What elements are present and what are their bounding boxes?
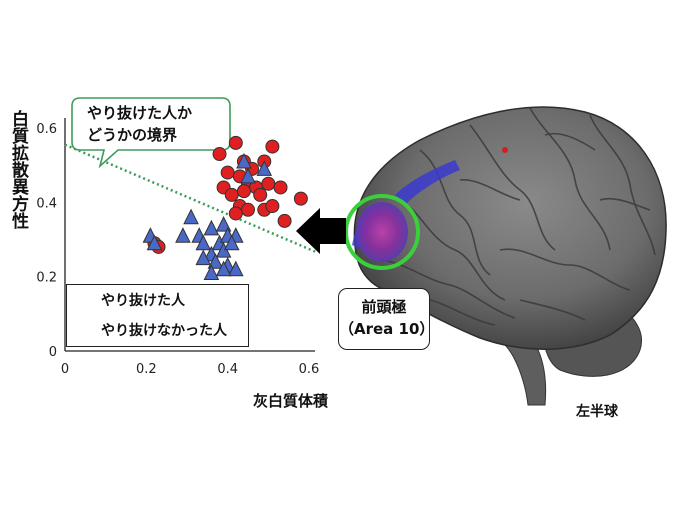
data-points	[142, 135, 308, 280]
data-point-triangle	[175, 227, 191, 243]
area10-label-line-1: 前頭極	[361, 298, 407, 316]
data-point-triangle	[203, 264, 220, 280]
data-point-triangle	[203, 219, 220, 236]
boundary-line	[64, 143, 318, 254]
data-point-circle	[212, 147, 227, 162]
callout-line-1: やり抜けた人か	[87, 104, 193, 122]
data-point-circle	[228, 135, 243, 150]
arrow-icon	[296, 208, 346, 254]
callout-bubble	[71, 97, 231, 169]
x-tick-label: 0.2	[136, 362, 157, 377]
activation-dot-red	[502, 147, 508, 153]
hemisphere-label: 左半球	[576, 404, 618, 420]
brain-image	[344, 106, 667, 406]
activation-blue-strip	[395, 160, 460, 205]
callout-line-2: どうかの境界	[87, 126, 178, 144]
data-point-circle	[261, 176, 276, 191]
legend: やり抜けた人 やり抜けなかった人	[66, 284, 249, 347]
activation-spot	[356, 202, 408, 262]
legend-label-1: やり抜けた人	[101, 293, 185, 309]
y-tick-label: 0.2	[36, 271, 57, 286]
data-point-triangle	[215, 260, 232, 277]
x-tick-label: 0.6	[299, 362, 320, 377]
y-axis-title: 白質拡散異方性	[8, 110, 28, 229]
legend-entry-2: やり抜けなかった人	[95, 318, 227, 342]
data-point-circle	[277, 213, 292, 228]
chart-axes	[64, 118, 315, 352]
y-tick-label: 0.4	[36, 196, 57, 211]
data-point-circle	[236, 184, 251, 199]
data-point-circle	[224, 187, 239, 202]
data-point-triangle	[236, 152, 252, 169]
data-point-triangle	[240, 167, 256, 184]
y-ticks: 0 0.2 0.4 0.6	[36, 122, 57, 360]
data-point-triangle	[195, 249, 212, 266]
data-point-circle	[241, 202, 255, 217]
data-point-circle	[253, 187, 268, 202]
data-point-triangle	[256, 160, 273, 176]
x-tick-label: 0.4	[217, 362, 238, 377]
brain-gyri	[379, 107, 656, 326]
x-tick-label: 0	[61, 362, 69, 377]
x-axis-title: 灰白質体積	[253, 392, 329, 410]
area10-label: 前頭極 （Area 10）	[338, 288, 435, 350]
boundary-callout-text: やり抜けた人か どうかの境界	[87, 102, 192, 146]
data-point-triangle	[146, 234, 163, 251]
legend-entry-1: やり抜けた人	[95, 288, 185, 312]
data-point-triangle	[223, 234, 240, 251]
x-ticks: 0 0.2 0.4 0.6	[61, 362, 319, 377]
data-point-circle	[265, 139, 280, 154]
data-point-circle	[220, 165, 235, 180]
data-point-circle	[228, 206, 243, 221]
data-point-triangle	[207, 253, 224, 269]
data-point-triangle	[227, 260, 244, 277]
legend-label-2: やり抜けなかった人	[101, 323, 227, 339]
data-point-triangle	[215, 216, 232, 232]
data-point-circle	[273, 180, 288, 195]
data-point-circle	[265, 199, 280, 214]
area10-label-line-2: （Area 10）	[339, 320, 435, 338]
y-tick-label: 0	[49, 345, 57, 360]
y-tick-label: 0.6	[36, 122, 57, 137]
data-point-triangle	[183, 208, 199, 225]
data-point-circle	[293, 191, 308, 206]
